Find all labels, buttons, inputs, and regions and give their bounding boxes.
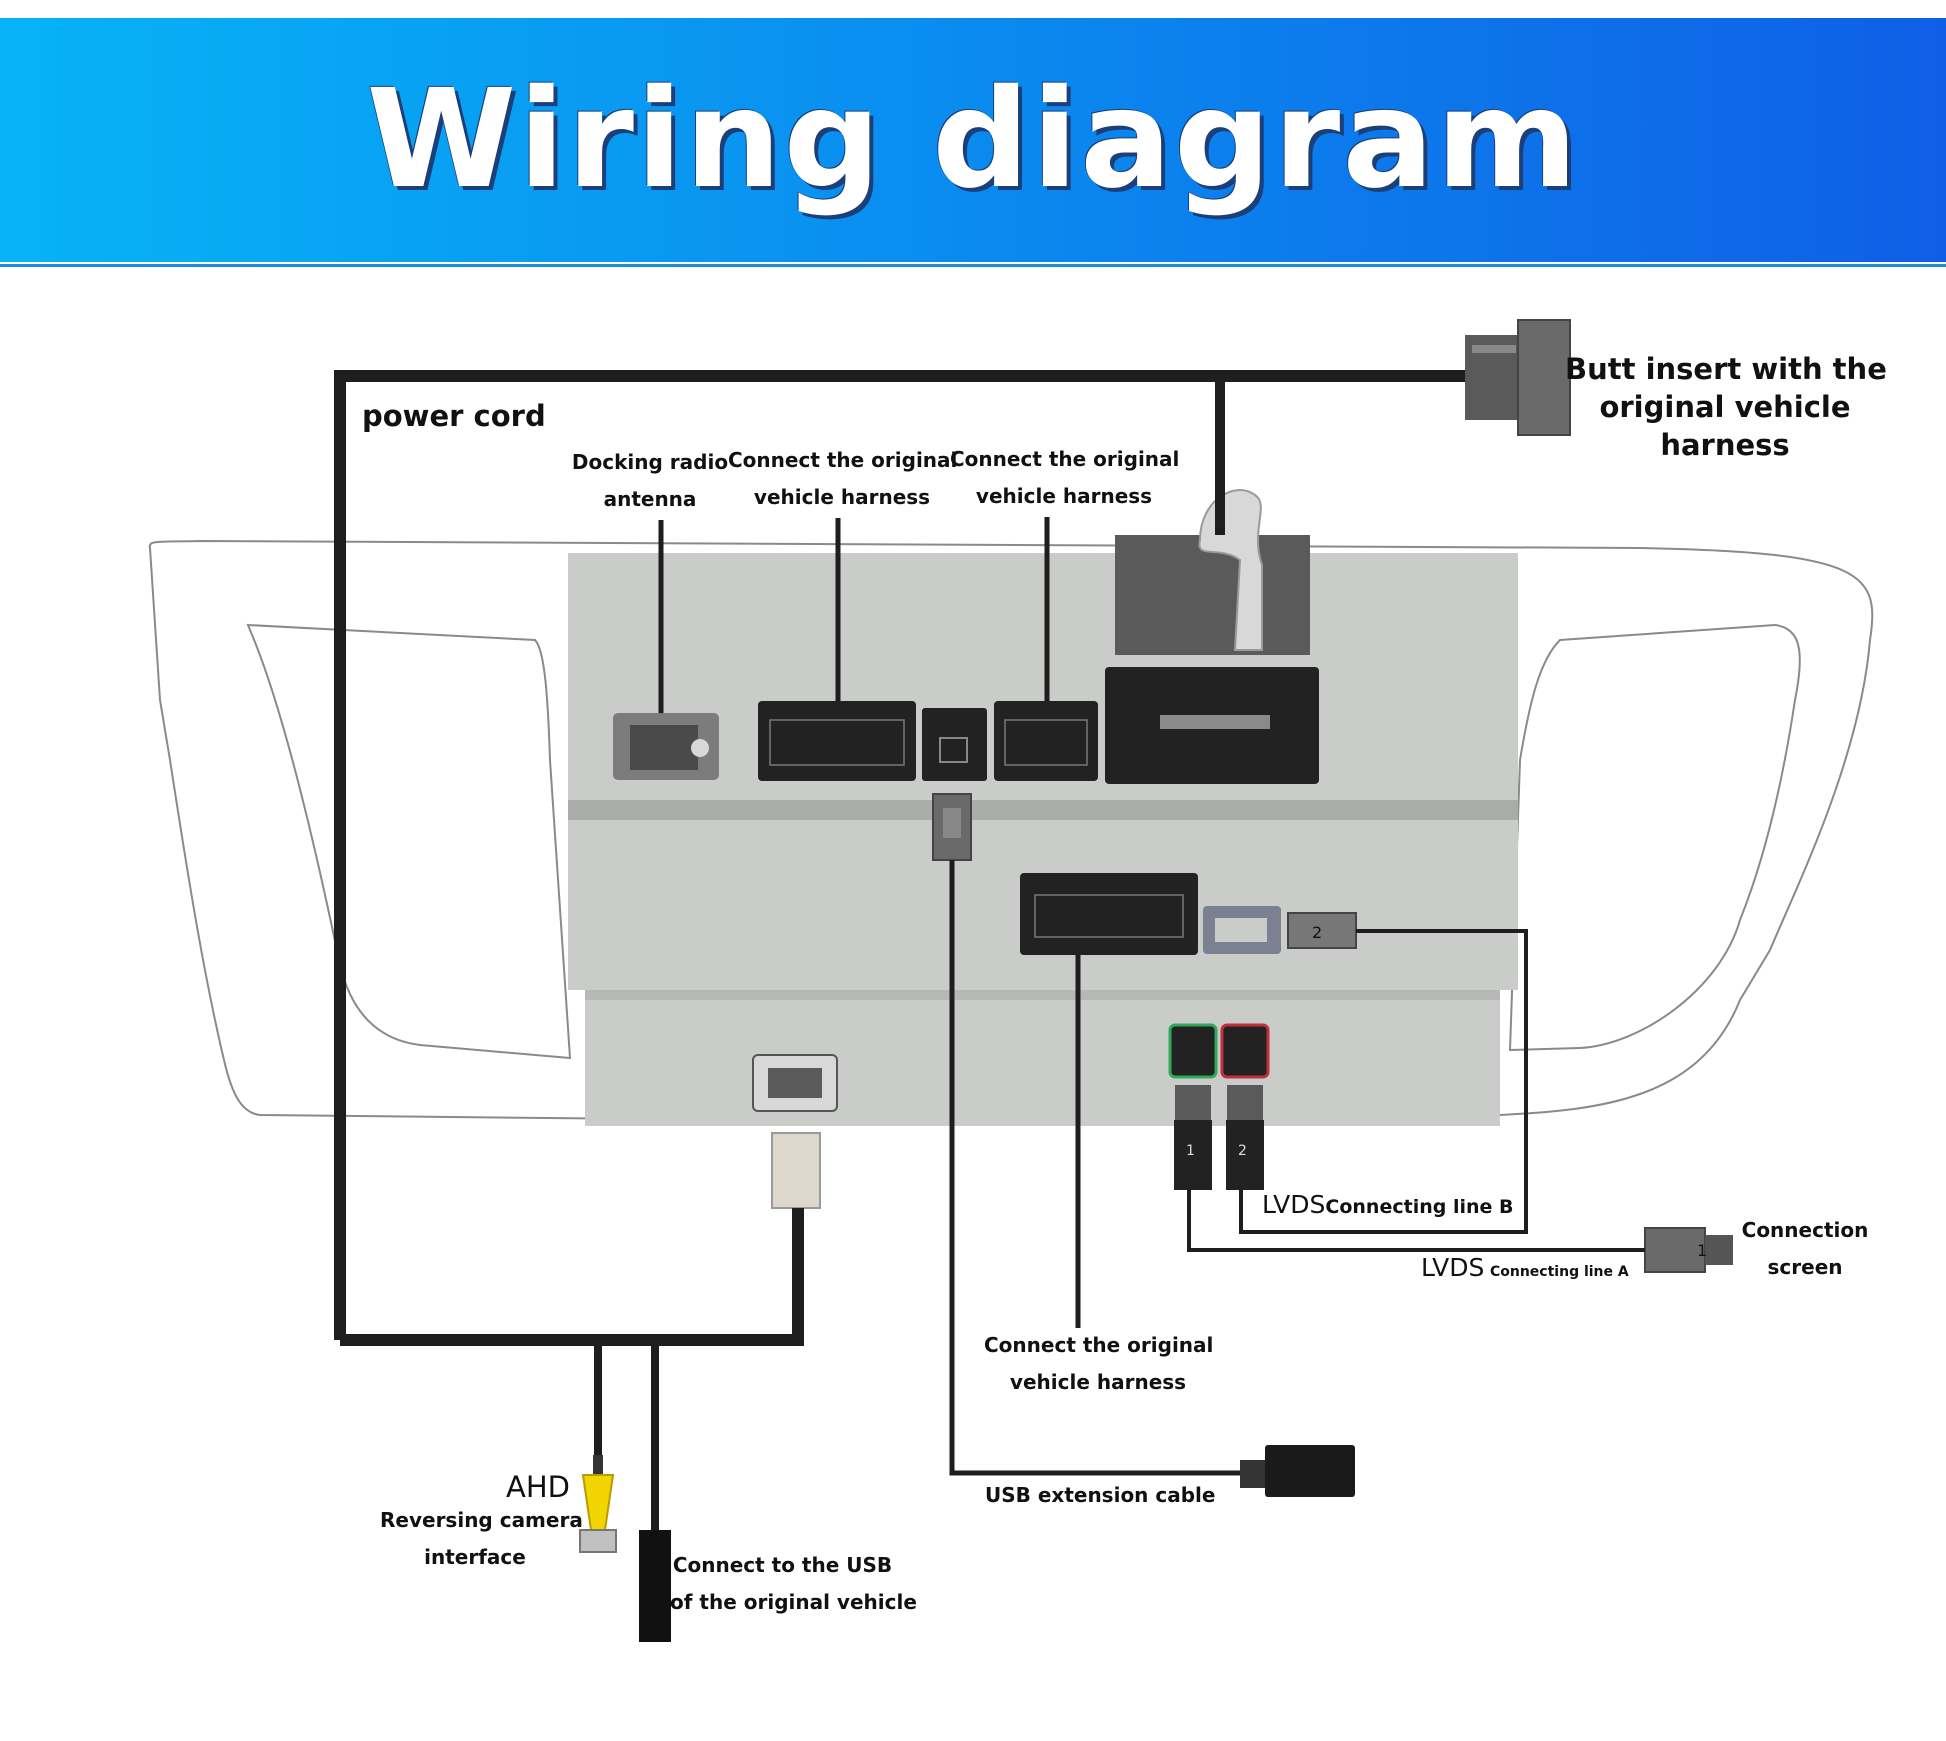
butt-insert-line-2: original vehicle bbox=[1599, 390, 1851, 424]
lvds-b-label: LVDSConnecting line B bbox=[1262, 1190, 1513, 1219]
usb-extension-wire bbox=[949, 860, 1240, 1476]
lvds-b-wire bbox=[1239, 929, 1528, 1234]
large-harness-socket bbox=[1105, 667, 1319, 784]
harness-3-line-1: Connect the original bbox=[984, 1333, 1214, 1357]
lvds-a-label: LVDS Connecting line A bbox=[1421, 1253, 1629, 1282]
harness-2-line-2: vehicle harness bbox=[975, 484, 1153, 508]
lvds-b-panel-connector: 2 bbox=[1287, 912, 1357, 949]
harness-2-label: Connect the original vehicle harness bbox=[950, 441, 1180, 515]
page-title: Wiring diagram bbox=[366, 61, 1580, 219]
camera-port bbox=[752, 1054, 838, 1112]
lvds-plug-1: 1 bbox=[1174, 1085, 1212, 1190]
camera-plug bbox=[771, 1132, 821, 1209]
gray-port bbox=[1203, 906, 1281, 954]
lvds-plug-2: 2 bbox=[1226, 1085, 1264, 1190]
connector-number-2: 2 bbox=[1312, 923, 1322, 942]
butt-insert-line-3: harness bbox=[1660, 428, 1790, 462]
screen-connector: 1 bbox=[1644, 1227, 1733, 1273]
wires bbox=[334, 370, 1645, 1530]
lvds-a-wire bbox=[1187, 1190, 1645, 1252]
lvds-socket-1 bbox=[1168, 1023, 1218, 1079]
connection-screen-line-2: screen bbox=[1767, 1255, 1843, 1279]
usb-vehicle-line-2: of the original vehicle bbox=[670, 1590, 917, 1614]
power-cord-label: power cord bbox=[362, 399, 546, 433]
ahd-label: AHD bbox=[506, 1470, 570, 1504]
lvds-a-prefix: LVDS bbox=[1421, 1253, 1485, 1282]
butt-insert-label: Butt insert with the original vehicle ha… bbox=[1565, 350, 1887, 464]
usb-vehicle-line-1: Connect to the USB bbox=[672, 1553, 893, 1577]
harness-1-label: Connect the original vehicle harness bbox=[728, 442, 958, 516]
radio-antenna-label: Docking radio antenna bbox=[565, 444, 735, 518]
dashboard-outline bbox=[148, 539, 1874, 1122]
power-cord-bottom bbox=[340, 1208, 804, 1346]
connection-screen-label: Connection screen bbox=[1735, 1212, 1875, 1286]
connector-number-2: 2 bbox=[1238, 1143, 1247, 1159]
harness-2-line-1: Connect the original bbox=[950, 447, 1180, 471]
small-square-port bbox=[922, 708, 987, 781]
title-banner: Wiring diagram bbox=[0, 18, 1946, 262]
head-unit bbox=[568, 553, 1518, 1126]
harness-3-line-2: vehicle harness bbox=[1009, 1370, 1187, 1394]
usb-extension-label: USB extension cable bbox=[985, 1483, 1216, 1507]
usb-extension-connector bbox=[1240, 1445, 1355, 1497]
connection-screen-line-1: Connection bbox=[1741, 1218, 1869, 1242]
lvds-b-prefix: LVDS bbox=[1262, 1190, 1326, 1219]
ahd-rca-connector bbox=[579, 1455, 617, 1553]
lvds-a-text: Connecting line A bbox=[1489, 1264, 1629, 1280]
reversing-camera-label: Reversing camera interface bbox=[380, 1502, 583, 1576]
harness-1-line-1: Connect the original bbox=[728, 448, 958, 472]
radio-antenna-line-1: Docking radio bbox=[571, 450, 729, 474]
connector-number-1: 1 bbox=[1697, 1241, 1707, 1260]
reversing-camera-line-2: interface bbox=[424, 1545, 526, 1569]
lvds-socket-2 bbox=[1220, 1023, 1270, 1079]
usb-plug-top bbox=[932, 793, 972, 861]
reversing-camera-line-1: Reversing camera bbox=[380, 1508, 583, 1532]
radio-antenna-line-2: antenna bbox=[603, 487, 697, 511]
connector-number-1: 1 bbox=[1186, 1143, 1195, 1159]
harness-connector-1 bbox=[758, 701, 916, 781]
butt-insert-line-1: Butt insert with the bbox=[1565, 352, 1887, 386]
radio-antenna-port bbox=[613, 713, 719, 780]
harness-1-line-2: vehicle harness bbox=[753, 485, 931, 509]
power-cord-loop bbox=[334, 370, 1465, 1340]
lvds-b-text: Connecting line B bbox=[1325, 1196, 1514, 1218]
usb-vehicle-label: Connect to the USB of the original vehic… bbox=[670, 1547, 917, 1621]
usb-vehicle-plug bbox=[639, 1530, 671, 1642]
harness-connector-2 bbox=[994, 701, 1098, 781]
harness-connector-3 bbox=[1020, 873, 1198, 955]
harness-3-label: Connect the original vehicle harness bbox=[984, 1327, 1214, 1401]
banner-divider bbox=[0, 264, 1946, 267]
butt-insert-connector bbox=[1465, 319, 1571, 436]
